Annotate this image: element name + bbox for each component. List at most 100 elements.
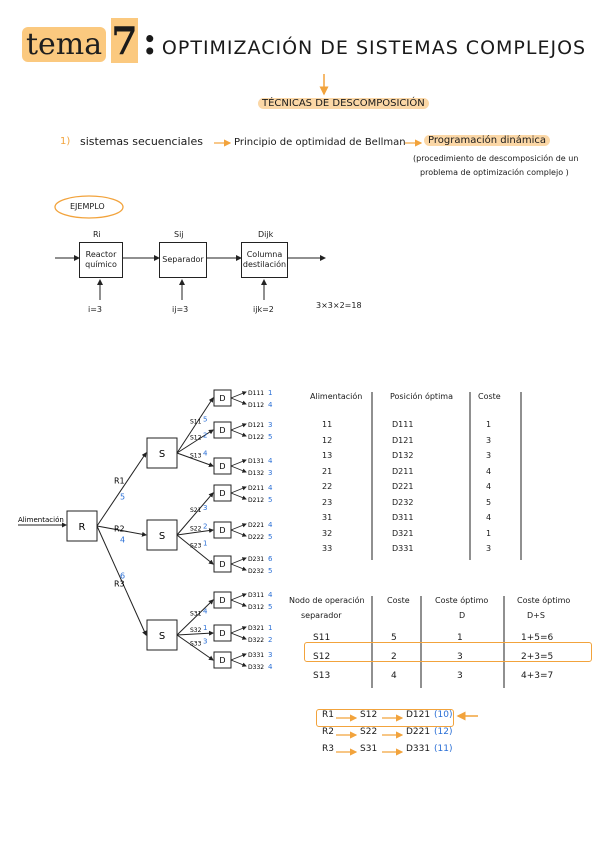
d-node-label: D — [219, 596, 225, 605]
table1-cell: 31 — [322, 513, 333, 522]
title-text: OPTIMIZACIÓN DE SISTEMAS COMPLEJOS — [161, 37, 587, 59]
highlight-best-path — [316, 709, 454, 727]
table1-header: Coste — [478, 392, 501, 401]
table2-cell: S11 — [313, 633, 331, 643]
result-path-node: S12 — [360, 710, 378, 720]
d-edge — [230, 397, 247, 405]
table1-cell: D232 — [392, 497, 414, 507]
result-path-node: R3 — [322, 744, 334, 754]
s-edge — [176, 599, 214, 636]
s-edge-label: S32 — [190, 627, 202, 634]
d-edge — [230, 632, 247, 640]
table2-cell: 4 — [391, 671, 397, 681]
s-edge — [176, 452, 214, 467]
result-path-node: S31 — [360, 744, 378, 754]
d-leaf-cost: 2 — [268, 636, 272, 644]
table2-cell: 5 — [391, 633, 397, 643]
d-leaf-label: D311 — [248, 592, 264, 599]
table1-cell: D211 — [392, 466, 414, 476]
box3-bottom: ijk=2 — [253, 305, 274, 314]
s-edge-label: S23 — [190, 543, 202, 550]
box-reactor: Reactor químico — [79, 242, 123, 278]
r-edge — [96, 525, 147, 537]
d-node-label: D — [219, 462, 225, 471]
s-edge-label: S33 — [190, 641, 202, 648]
table2-subheader: separador — [301, 611, 342, 620]
line1-programacion: Programación dinámica — [424, 135, 550, 146]
table2-cell: S13 — [313, 671, 331, 681]
d-leaf-label: D312 — [248, 604, 264, 611]
table2-cell: 3 — [457, 671, 463, 681]
table1-cell: D311 — [392, 513, 414, 522]
s-edge-cost: 4 — [203, 450, 208, 458]
d-leaf-label: D332 — [248, 664, 264, 671]
d-edge — [230, 486, 247, 494]
table1-cell: D121 — [392, 435, 414, 445]
result-cost: (12) — [434, 727, 453, 737]
d-node-label: D — [219, 629, 225, 638]
line1-note1: (procedimiento de descomposición de un — [413, 154, 579, 163]
table1-cell: 3 — [486, 544, 492, 553]
table2-cell: 4+3=7 — [521, 671, 554, 681]
d-leaf-label: D121 — [248, 422, 264, 429]
table1-header: Posición óptima — [390, 392, 453, 401]
d-edge — [230, 599, 247, 607]
table1-header: Alimentación — [310, 392, 363, 401]
r-edge-cost: 6 — [120, 572, 125, 581]
table1-cell: D321 — [392, 528, 414, 538]
s-edge-cost: 3 — [203, 504, 207, 512]
root-label: Alimentación — [18, 516, 64, 524]
d-edge — [230, 529, 247, 537]
d-edge — [230, 593, 247, 601]
box3-top: Dijk — [258, 230, 274, 239]
d-leaf-label: D122 — [248, 434, 264, 441]
d-leaf-label: D111 — [248, 390, 264, 397]
table1-cell: 4 — [486, 466, 492, 476]
table2-cell: 1+5=6 — [521, 633, 554, 643]
table1-cell: 13 — [322, 451, 333, 460]
s-edge-cost: 3 — [203, 638, 207, 646]
line1-bellman: Principio de optimidad de Bellman — [234, 137, 406, 148]
title-tema: tema — [22, 27, 107, 62]
r-edge — [96, 525, 147, 636]
d-leaf-cost: 3 — [268, 469, 272, 477]
r-edge-cost: 5 — [120, 493, 125, 502]
table1-cell: 32 — [322, 528, 333, 538]
d-leaf-cost: 5 — [268, 433, 272, 441]
table1-cell: D221 — [392, 482, 414, 491]
s-edge — [176, 492, 214, 536]
r-edge-label: R2 — [114, 525, 125, 534]
d-edge — [230, 391, 247, 399]
table1-cell: 3 — [486, 451, 492, 460]
s-edge-cost: 1 — [203, 624, 207, 632]
table2-cell: 3 — [457, 652, 463, 662]
d-leaf-cost: 1 — [268, 624, 272, 632]
s-edge-cost: 2 — [203, 432, 207, 440]
d-leaf-cost: 4 — [268, 484, 273, 492]
s-edge-label: S11 — [190, 419, 202, 426]
table1-cell: 5 — [486, 497, 492, 507]
table1-cell: 23 — [322, 497, 333, 507]
d-edge — [230, 653, 247, 661]
table1-cell: 3 — [486, 435, 492, 445]
line1-note2: problema de optimización complejo ) — [420, 168, 569, 177]
d-node-label: D — [219, 526, 225, 535]
subtitle: TÉCNICAS DE DESCOMPOSICIÓN — [258, 98, 429, 109]
table1-cell: 1 — [486, 528, 492, 538]
root-node — [66, 510, 98, 542]
s-edge-cost: 4 — [203, 608, 208, 616]
result-path-node: R1 — [322, 710, 334, 720]
d-leaf-label: D131 — [248, 458, 264, 465]
table2-cell: 1 — [457, 633, 463, 643]
s-node-label: S — [159, 449, 165, 460]
d-leaf-cost: 3 — [268, 651, 272, 659]
table2-cell: 2+3=5 — [521, 652, 554, 662]
d-node-label: D — [219, 426, 225, 435]
d-leaf-cost: 5 — [268, 533, 272, 541]
line1-number: 1) — [60, 136, 71, 147]
box2-bottom: ij=3 — [172, 305, 189, 314]
table2-subheader: D+S — [527, 611, 545, 620]
table1-cell: D132 — [392, 451, 414, 460]
s-node — [146, 619, 178, 651]
